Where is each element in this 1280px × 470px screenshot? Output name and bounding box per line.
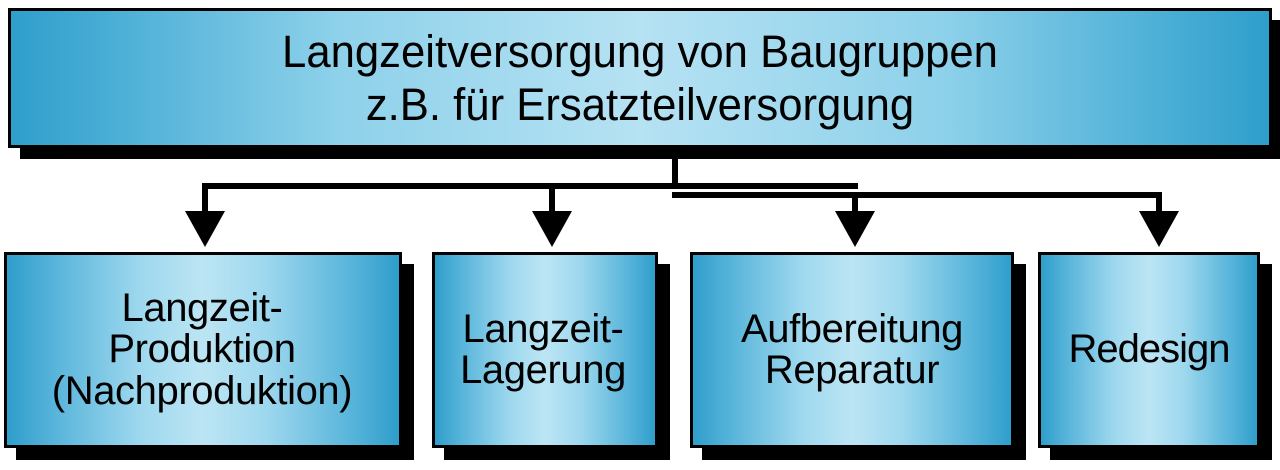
arrowhead-icon-2 [532, 211, 572, 247]
child-node-2-label: Langzeit- Lagerung [460, 306, 626, 392]
root-node[interactable]: Langzeitversorgung von Baugruppen z.B. f… [8, 8, 1272, 148]
arrowhead-icon-4 [1139, 211, 1179, 247]
child-node-3[interactable]: Aufbereitung Reparatur [690, 252, 1014, 448]
connector-drop-4 [1156, 195, 1162, 213]
connector-rail-upper [202, 183, 858, 189]
child-node-2[interactable]: Langzeit- Lagerung [432, 252, 658, 448]
connector-drop-2 [549, 186, 555, 213]
connector-drop-3 [852, 195, 858, 213]
root-node-label: Langzeitversorgung von Baugruppen z.B. f… [282, 25, 998, 130]
arrowhead-icon-1 [185, 211, 225, 247]
child-node-4[interactable]: Redesign [1038, 252, 1260, 448]
child-node-1-label: Langzeit- Produktion (Nachproduktion) [51, 286, 353, 413]
connector-drop-1 [202, 186, 208, 213]
child-node-4-label: Redesign [1068, 327, 1230, 372]
arrowhead-icon-3 [835, 211, 875, 247]
connector-rail-lower [672, 192, 1162, 198]
child-node-1[interactable]: Langzeit- Produktion (Nachproduktion) [4, 252, 402, 448]
connector-stem [672, 147, 678, 189]
child-node-3-label: Aufbereitung Reparatur [740, 306, 964, 392]
